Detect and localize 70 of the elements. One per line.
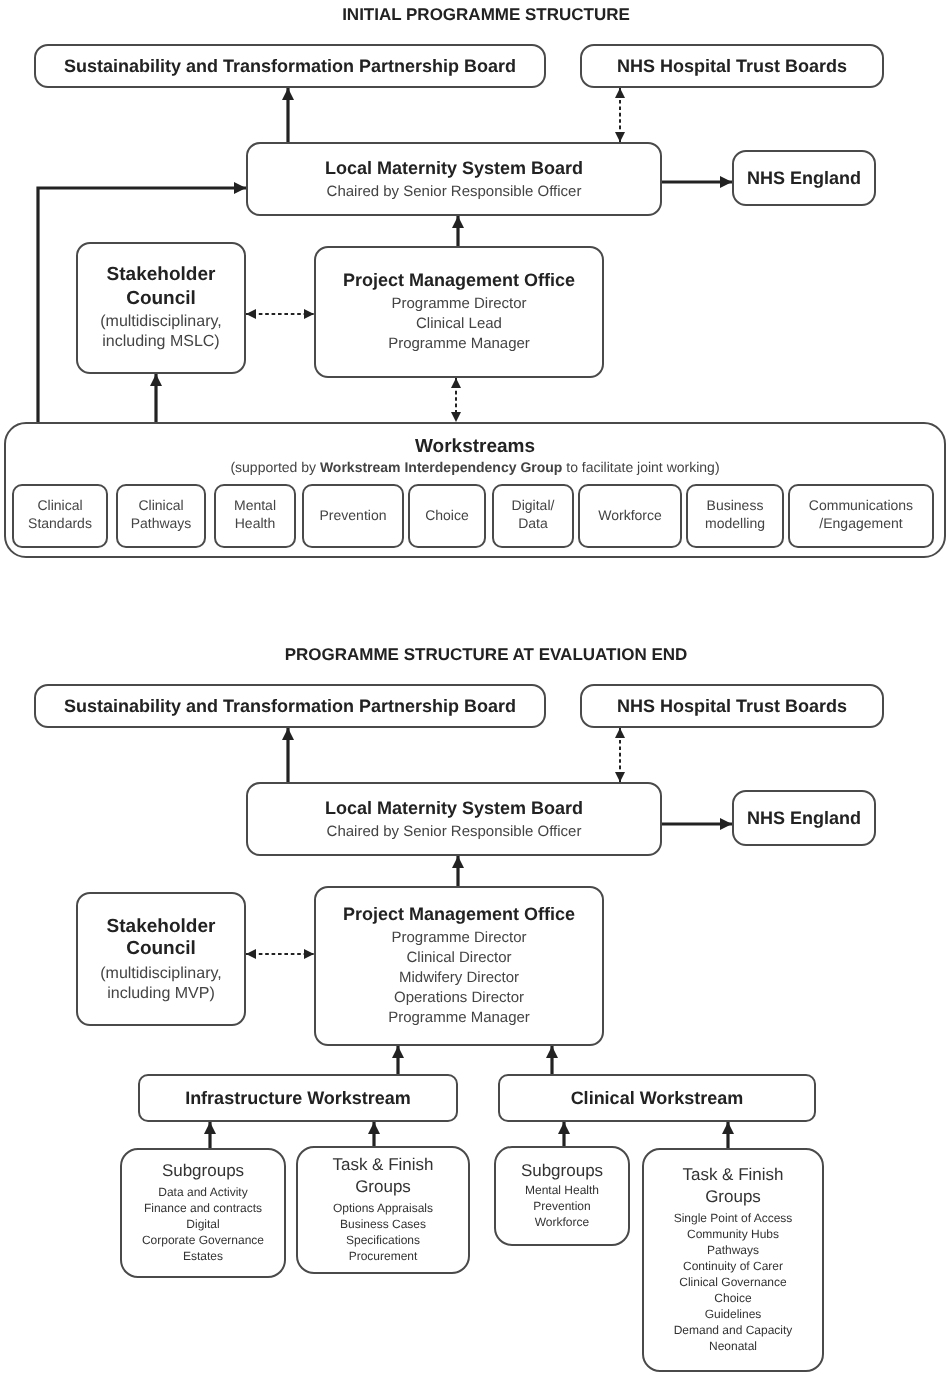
arrow	[368, 1122, 380, 1146]
board-box	[732, 150, 876, 206]
arrow	[392, 1046, 404, 1074]
arrow	[558, 1122, 570, 1146]
box-title: Infrastructure Workstream	[185, 1087, 411, 1109]
box-title: Subgroups	[520, 1159, 604, 1183]
box-title: Project Management Office	[342, 904, 576, 926]
arrow	[150, 374, 162, 422]
office-box	[314, 886, 604, 1046]
workstream-box	[578, 484, 682, 548]
box-title: Stakeholder Council	[104, 264, 218, 310]
box-title: Subgroups	[161, 1160, 245, 1184]
arrow	[282, 728, 294, 782]
box-title: Task & Finish Groups	[680, 1163, 786, 1210]
box-title: Local Maternity System Board	[324, 158, 584, 180]
workstream-box	[788, 484, 934, 548]
box-title: Clinical Workstream	[570, 1087, 744, 1109]
box-title: Workstreams	[414, 436, 536, 458]
workstream-box	[12, 484, 108, 548]
board-box	[34, 44, 546, 88]
box-title: Task & Finish Groups	[330, 1153, 436, 1200]
workstream-box	[302, 484, 404, 548]
dotted-double-headed-arrow	[615, 87, 625, 143]
arrow	[282, 88, 294, 142]
workstream-box	[498, 1074, 816, 1122]
box-text: (multidisciplinary, including MSLC)	[98, 312, 224, 352]
arrow	[452, 856, 464, 886]
arrow	[662, 176, 732, 188]
box-title: Project Management Office	[342, 270, 576, 292]
dotted-double-headed-arrow	[615, 727, 625, 783]
group-box	[120, 1148, 286, 1278]
workstream-box	[408, 484, 486, 548]
arrow	[546, 1046, 558, 1074]
box-title: Stakeholder Council	[104, 915, 218, 961]
box-text: (multidisciplinary, including MVP)	[98, 963, 224, 1003]
group-box	[494, 1146, 630, 1246]
dotted-double-headed-arrow	[245, 949, 315, 959]
group-box	[296, 1146, 470, 1274]
box-title: NHS Hospital Trust Boards	[616, 55, 848, 77]
dotted-double-headed-arrow	[451, 377, 461, 423]
board-box	[732, 790, 876, 846]
workstream-box	[116, 484, 206, 548]
dotted-double-headed-arrow	[245, 309, 315, 319]
workstreams-panel	[4, 422, 946, 558]
workstream-box	[138, 1074, 458, 1122]
box-title: NHS Hospital Trust Boards	[616, 695, 848, 717]
office-box	[314, 246, 604, 378]
section-heading: INITIAL PROGRAMME STRUCTURE	[340, 4, 632, 24]
workstream-box	[492, 484, 574, 548]
box-title: Sustainability and Transformation Partnership Board	[63, 695, 517, 717]
board-box	[580, 44, 884, 88]
arrow	[36, 182, 246, 422]
arrow	[722, 1122, 734, 1148]
board-box	[246, 142, 662, 216]
arrow	[662, 818, 732, 830]
workstream-box	[214, 484, 296, 548]
arrow	[452, 216, 464, 246]
box-title: NHS England	[746, 167, 861, 189]
box-title: NHS England	[746, 807, 861, 829]
section-heading: PROGRAMME STRUCTURE AT EVALUATION END	[282, 644, 690, 664]
arrow	[204, 1122, 216, 1148]
box-title: Local Maternity System Board	[324, 798, 584, 820]
board-box	[34, 684, 546, 728]
council-box	[76, 242, 246, 374]
council-box	[76, 892, 246, 1026]
group-box	[642, 1148, 824, 1372]
board-box	[580, 684, 884, 728]
board-box	[246, 782, 662, 856]
box-title: Sustainability and Transformation Partnership Board	[63, 55, 517, 77]
workstream-box	[686, 484, 784, 548]
